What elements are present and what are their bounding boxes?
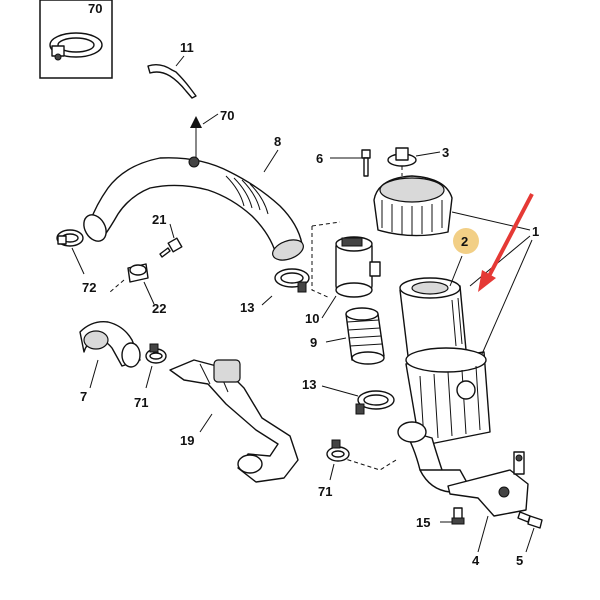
label-15: 15 (416, 515, 430, 530)
label-inset-70: 70 (88, 1, 102, 16)
label-71-left: 71 (134, 395, 148, 410)
screw-6: 6 (316, 149, 371, 177)
red-arrow-pointer (478, 193, 534, 292)
label-7: 7 (80, 389, 87, 404)
bracket-4: 4 (447, 451, 529, 568)
leader-lines-1: 1 (451, 211, 539, 355)
label-6: 6 (316, 151, 323, 166)
label-9: 9 (310, 335, 317, 350)
rubber-sleeve-9: 9 (310, 307, 385, 365)
clamp-13-lower: 13 (302, 377, 395, 415)
inset-clamp-box: 70 (39, 0, 113, 79)
filter-housing-lid (373, 175, 453, 237)
air-flow-meter-10: 10 (305, 236, 381, 326)
label-1: 1 (532, 224, 539, 239)
clamp-71-lower: 71 (318, 439, 350, 499)
cap-3: 3 (387, 145, 449, 176)
label-72: 72 (82, 280, 96, 295)
elbow-7: 7 (79, 321, 141, 404)
label-13-lower: 13 (302, 377, 316, 392)
pipe-19: 19 (169, 359, 299, 483)
intake-duct-8: 8 (83, 134, 304, 261)
filter-housing-body (397, 347, 491, 493)
clamp-71-left: 71 (134, 343, 167, 410)
label-5: 5 (516, 553, 523, 568)
label-19: 19 (180, 433, 194, 448)
label-4: 4 (472, 553, 480, 568)
label-71-lower: 71 (318, 484, 332, 499)
label-11: 11 (180, 40, 194, 55)
label-2: 2 (461, 234, 468, 249)
label-8: 8 (274, 134, 281, 149)
bolt-15: 15 (416, 507, 465, 530)
bolt-5: 5 (516, 511, 543, 568)
label-22: 22 (152, 301, 166, 316)
highlight-circle (453, 228, 479, 254)
clamp-13-upper: 13 (240, 268, 310, 315)
label-3: 3 (442, 145, 449, 160)
bolt-21: 21 (152, 212, 183, 258)
label-13-upper: 13 (240, 300, 254, 315)
fitting-70-arrow: 70 (190, 108, 234, 160)
filter-element-2: 2 (399, 228, 479, 357)
breather-hose-11: 11 (147, 40, 197, 99)
label-21: 21 (152, 212, 166, 227)
label-70: 70 (220, 108, 234, 123)
label-10: 10 (305, 311, 319, 326)
grommet-22: 22 (109, 263, 166, 316)
clamp-72: 72 (56, 229, 96, 295)
